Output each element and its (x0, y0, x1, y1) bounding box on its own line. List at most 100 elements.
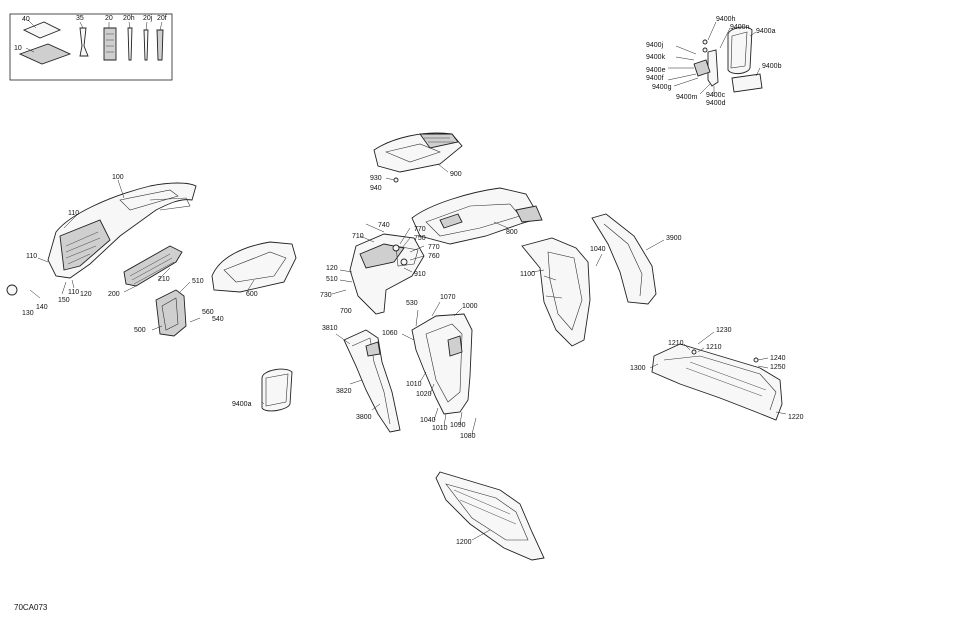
mirror-bracket (693, 59, 711, 77)
label-900: 900 (450, 171, 462, 178)
label-20h: 20h (123, 15, 135, 22)
label-700: 700 (340, 308, 352, 315)
label-600: 600 (246, 291, 258, 298)
label-1300: 1300 (630, 365, 646, 372)
label-9400k: 9400k (646, 54, 666, 61)
label-110-c: 110 (68, 289, 79, 296)
label-530: 530 (406, 300, 418, 307)
strip-3900 (591, 213, 665, 305)
label-40: 40 (22, 16, 30, 23)
manual-10 (18, 43, 72, 65)
tool-20h (127, 27, 133, 61)
label-1060: 1060 (382, 330, 398, 337)
label-120-b: 120 (326, 265, 338, 272)
label-1220: 1220 (788, 414, 804, 421)
tool-20f (156, 29, 164, 61)
hood-800 (411, 187, 543, 245)
label-1090: 1090 (450, 422, 466, 429)
label-750: 750 (414, 235, 426, 242)
label-1020: 1020 (416, 391, 432, 398)
label-510-a: 510 (192, 278, 204, 285)
label-3810: 3810 (322, 325, 338, 332)
label-500: 500 (134, 327, 146, 334)
label-120-a: 120 (80, 291, 92, 298)
mirror-glass-9400b (731, 73, 763, 93)
label-1210-b: 1210 (706, 344, 722, 351)
dash-700 (331, 223, 425, 315)
label-770-a: 770 (414, 226, 426, 233)
label-1250: 1250 (770, 364, 786, 371)
label-9400f: 9400f (646, 75, 664, 82)
mirror-arm (707, 49, 719, 87)
label-20: 20 (105, 15, 113, 22)
label-9400d: 9400d (706, 100, 726, 107)
label-9400a-top: 9400a (756, 28, 776, 35)
mirror-9400a (727, 26, 753, 75)
label-110-b: 110 (26, 253, 37, 260)
label-1230: 1230 (716, 327, 732, 334)
label-9400g: 9400g (652, 84, 672, 91)
label-740: 740 (378, 222, 390, 229)
label-sheet-40 (22, 21, 62, 39)
label-770-b: 770 (428, 244, 440, 251)
grille-200 (123, 245, 183, 293)
label-1010-a: 1010 (406, 381, 422, 388)
label-210: 210 (158, 276, 170, 283)
label-35: 35 (76, 15, 84, 22)
label-910: 910 (414, 271, 426, 278)
label-1080: 1080 (460, 433, 476, 440)
label-730: 730 (320, 292, 332, 299)
label-1070: 1070 (440, 294, 456, 301)
label-130: 130 (22, 310, 34, 317)
label-510-b: 510 (326, 276, 338, 283)
cover-900 (373, 132, 463, 183)
label-560: 560 (202, 309, 214, 316)
label-9400c: 9400c (706, 92, 726, 99)
label-760: 760 (428, 253, 440, 260)
callout-labels: 40 10 35 20 20h 20j 20f 9400h 9400n 9400… (14, 15, 804, 612)
label-200: 200 (108, 291, 120, 298)
label-540: 540 (212, 316, 224, 323)
label-1000: 1000 (462, 303, 478, 310)
label-9400h: 9400h (716, 16, 736, 23)
diagram-code: 70CA073 (14, 603, 48, 612)
side-panel-1100 (521, 237, 603, 347)
panel-1200 (435, 471, 545, 561)
label-1200: 1200 (456, 539, 472, 546)
tool-kit-20 (103, 27, 117, 61)
label-930: 930 (370, 175, 382, 182)
front-fascia-100 (6, 179, 197, 299)
label-1240: 1240 (770, 355, 786, 362)
rocker-1300 (649, 331, 787, 421)
bracket-500 (151, 281, 201, 337)
label-940: 940 (370, 185, 382, 192)
panel-600 (211, 241, 297, 293)
label-20f: 20f (157, 15, 167, 22)
label-1010-b: 1010 (432, 425, 448, 432)
kit-box (9, 13, 173, 81)
label-9400m: 9400m (676, 94, 698, 101)
label-710: 710 (352, 233, 364, 240)
label-9400j: 9400j (646, 42, 664, 49)
label-1040-b: 1040 (420, 417, 436, 424)
panel-3800 (335, 329, 401, 433)
grille-area (59, 219, 111, 271)
label-1210-a: 1210 (668, 340, 684, 347)
label-3800: 3800 (356, 414, 372, 421)
wrench-35 (79, 27, 89, 57)
label-10: 10 (14, 45, 22, 52)
kit-frame (9, 13, 173, 81)
label-140: 140 (36, 304, 48, 311)
label-3820: 3820 (336, 388, 352, 395)
mirror-assembly (667, 21, 763, 96)
label-3900: 3900 (666, 235, 682, 242)
label-9400e: 9400e (646, 67, 666, 74)
label-150: 150 (58, 297, 70, 304)
label-9400b: 9400b (762, 63, 782, 70)
label-1100: 1100 (520, 271, 535, 278)
panel-1000 (401, 301, 477, 435)
label-20j: 20j (143, 15, 153, 22)
label-9400n: 9400n (730, 24, 750, 31)
